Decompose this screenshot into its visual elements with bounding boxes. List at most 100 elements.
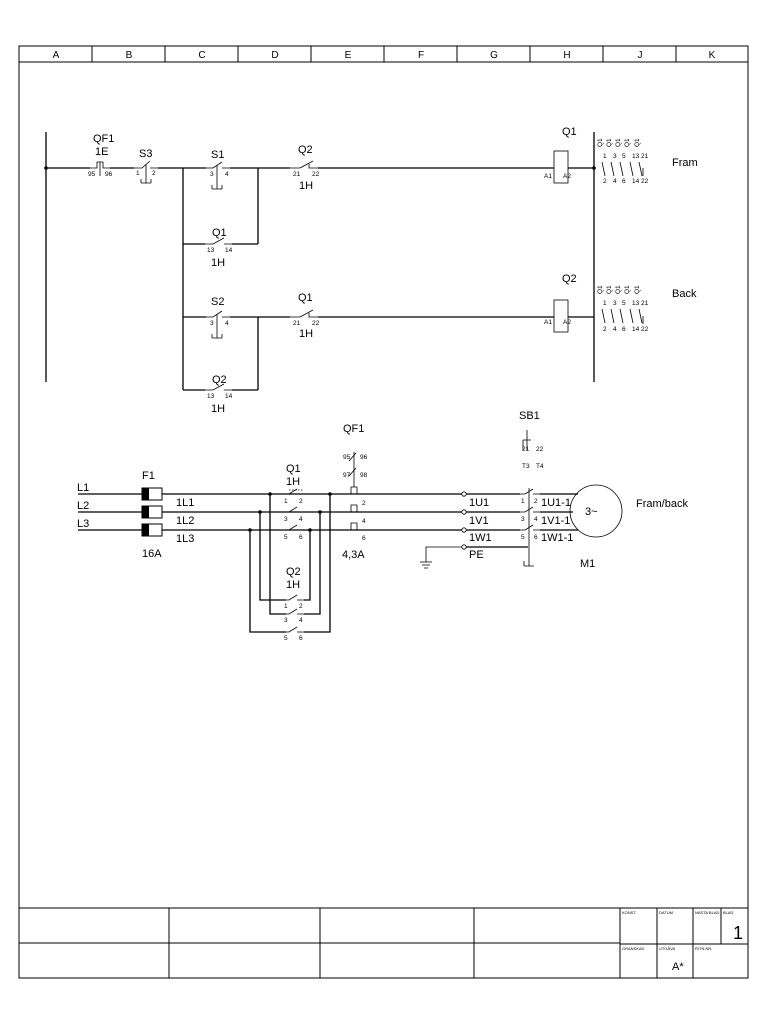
q2-code: 1H <box>299 180 313 192</box>
svg-text:Q1: Q1 <box>606 138 613 147</box>
q2-coil: Q2 A1 A2 <box>544 273 577 333</box>
power-circuit: L1 L2 L3 F1 16A 1L1 1L2 1L3 <box>77 410 688 642</box>
column-label: B <box>126 50 133 61</box>
column-labels: A B C D E F G H J K <box>53 50 716 61</box>
pin: 14 <box>225 247 233 254</box>
svg-text:Q1: Q1 <box>624 285 631 294</box>
motor-symbol: 3~ <box>585 506 598 518</box>
svg-text:22: 22 <box>536 446 544 453</box>
column-label: F <box>418 50 424 61</box>
contact-ref: 14 <box>632 178 640 185</box>
s2-start-button: S2 3 4 <box>206 296 230 339</box>
svg-text:95: 95 <box>343 454 351 461</box>
terminal-1u1: 1U1 <box>469 497 489 509</box>
contact-ref: 14 <box>632 326 640 333</box>
pin: 22 <box>312 320 320 327</box>
pin: 21 <box>293 171 301 178</box>
motor-ref: M1 <box>580 558 595 570</box>
fuse-rating: 16A <box>142 548 162 560</box>
feed-1l3: 1L3 <box>176 533 194 545</box>
svg-text:Q1: Q1 <box>634 285 641 294</box>
svg-text:Q1: Q1 <box>615 138 622 147</box>
contact-ref: 3 <box>613 153 617 160</box>
column-label: K <box>709 50 716 61</box>
q2-ref: Q2 <box>298 144 313 156</box>
s3-ref: S3 <box>139 148 152 160</box>
svg-text:6: 6 <box>299 635 303 642</box>
fuse-ref: F1 <box>142 470 155 482</box>
motor-direction-label: Fram/back <box>636 498 688 510</box>
contact-ref: 13 <box>632 153 640 160</box>
q2-code: 1H <box>211 403 225 415</box>
contact-ref: 22 <box>641 326 649 333</box>
feed-1l1: 1L1 <box>176 497 194 509</box>
fuse-f1: F1 16A <box>141 470 163 560</box>
svg-text:2: 2 <box>299 498 303 505</box>
s2-ref: S2 <box>211 296 224 308</box>
svg-text:3: 3 <box>284 516 288 523</box>
svg-text:1: 1 <box>284 603 288 610</box>
svg-text:Q1: Q1 <box>606 285 613 294</box>
svg-text:T4: T4 <box>536 463 544 470</box>
q1-code: 1H <box>286 476 300 488</box>
s3-stop-button: S3 1 2 <box>134 148 158 184</box>
svg-text:2: 2 <box>362 500 366 507</box>
contact-ref: 13 <box>632 300 640 307</box>
pin: 3 <box>210 320 214 327</box>
svg-text:2: 2 <box>534 498 538 505</box>
terminal-1w1: 1W1 <box>469 532 492 544</box>
pin: A1 <box>544 173 552 180</box>
title-block: KONST. DATUM NÄSTA BLAD BLAD GRANSKAD UT… <box>19 907 748 978</box>
qf1-code: 1E <box>95 146 108 158</box>
q1-ref: Q1 <box>286 463 301 475</box>
q2-hold-contact: Q2 13 14 1H <box>205 374 233 415</box>
contact-ref: 21 <box>641 153 649 160</box>
pin: 4 <box>225 171 229 178</box>
phase-l3: L3 <box>77 518 89 530</box>
tb-label-granskad: GRANSKAD <box>622 946 645 951</box>
svg-text:2: 2 <box>299 603 303 610</box>
q1-hold-contact: Q1 13 14 1H <box>205 227 233 269</box>
svg-text:Q1: Q1 <box>634 138 641 147</box>
svg-text:Q1: Q1 <box>597 138 604 147</box>
q1-interlock-contact: Q1 21 22 1H <box>290 292 320 340</box>
svg-text:97: 97 <box>343 472 351 479</box>
qf1-rating: 4,3A <box>342 549 365 561</box>
pin: 13 <box>207 393 215 400</box>
column-label: A <box>53 50 60 61</box>
svg-text:1: 1 <box>284 498 288 505</box>
svg-text:Q1: Q1 <box>615 285 622 294</box>
s1-ref: S1 <box>211 149 224 161</box>
contact-ref: 5 <box>622 153 626 160</box>
svg-text:Q1: Q1 <box>624 138 631 147</box>
svg-text:6: 6 <box>534 534 538 541</box>
tb-label-utgava: UTGÅVA <box>659 946 675 951</box>
row-label-back: Back <box>672 288 697 300</box>
phase-l1: L1 <box>77 482 89 494</box>
contact-ref: 5 <box>622 300 626 307</box>
tb-label-datum: DATUM <box>659 910 673 915</box>
q2-ref: Q2 <box>212 374 227 386</box>
contact-ref: 21 <box>641 300 649 307</box>
pin: 1 <box>136 170 140 177</box>
feed-1l2: 1L2 <box>176 515 194 527</box>
terminal-pe: PE <box>469 549 484 561</box>
contact-ref: 4 <box>613 178 617 185</box>
contact-ref: 6 <box>622 326 626 333</box>
svg-text:4: 4 <box>534 516 538 523</box>
s1-start-button: S1 3 4 <box>206 149 230 190</box>
pin: 95 <box>88 171 96 178</box>
motor-wire-v: 1V1-1 <box>541 515 570 527</box>
motor-wire-u: 1U1-1 <box>541 497 571 509</box>
pin: 96 <box>105 171 113 178</box>
tb-label-konst: KONST. <box>622 910 636 915</box>
control-circuit: QF1 1E 95 96 S3 1 2 S1 3 4 Q2 21 22 1H <box>44 126 698 415</box>
q1-main-contacts: Q1 1H 1 2 3 4 5 6 <box>284 463 304 541</box>
contact-ref: 2 <box>603 178 607 185</box>
column-label: G <box>490 50 498 61</box>
q1-contact-references: Q1 Q1 Q1 Q1 Q1 1 3 5 13 21 2 4 6 14 22 <box>597 138 649 185</box>
column-label: J <box>638 50 643 61</box>
motor-m1: 3~ M1 <box>569 484 623 570</box>
phase-l2: L2 <box>77 500 89 512</box>
